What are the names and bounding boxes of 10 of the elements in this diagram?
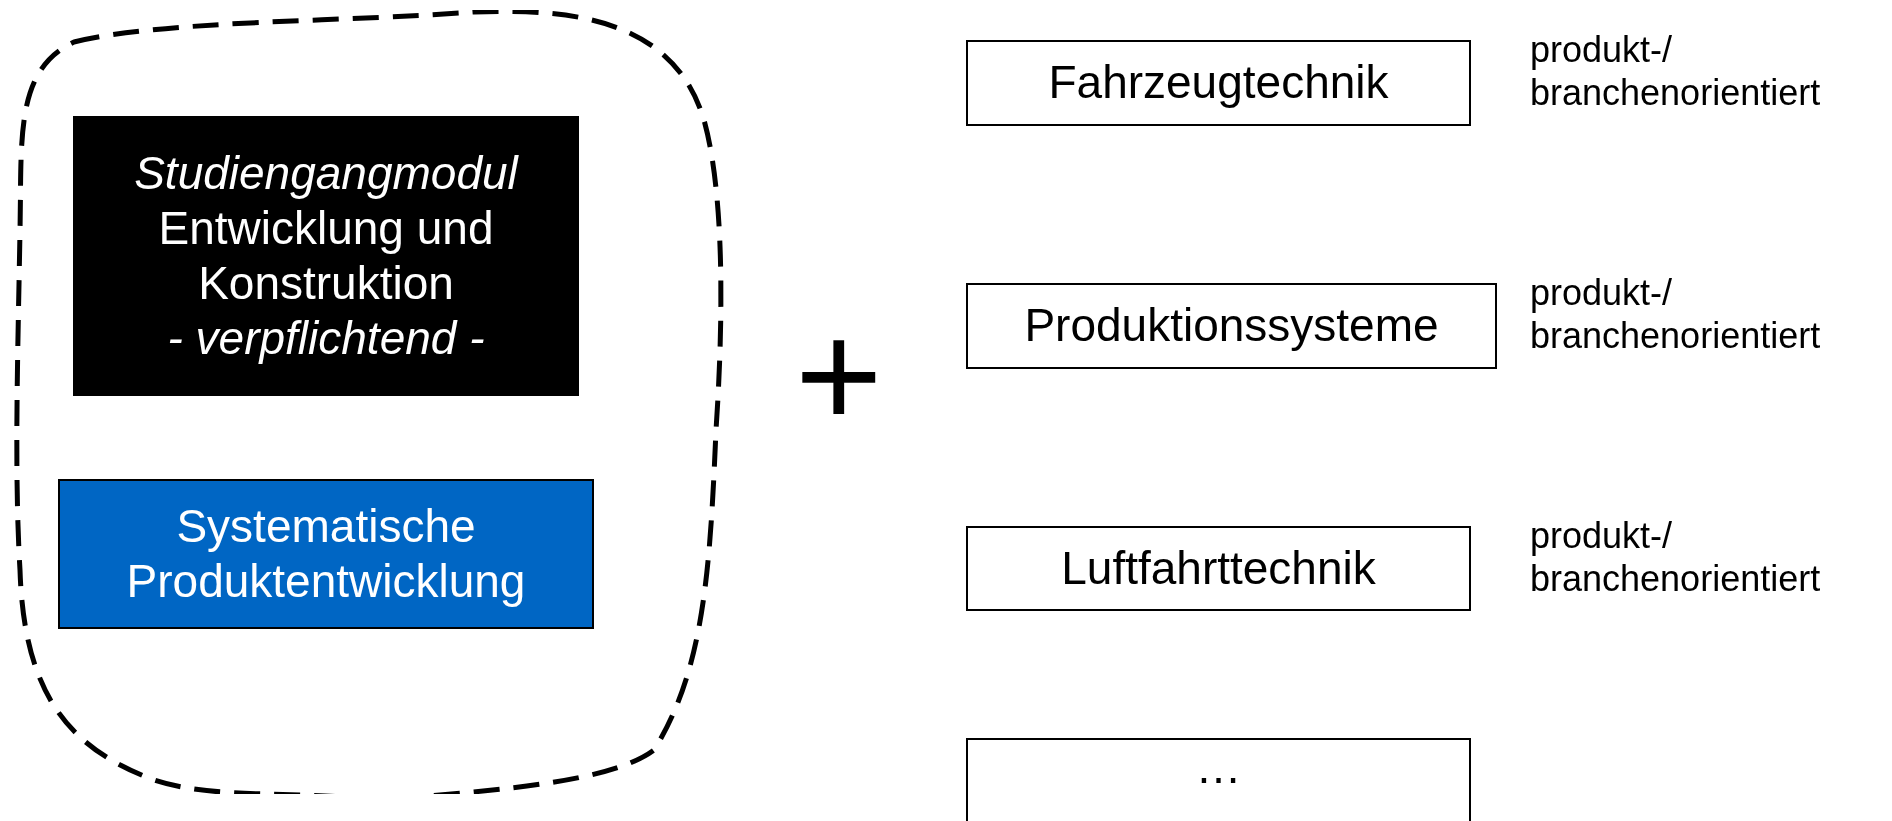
plus-sign: +	[795, 300, 883, 450]
option-box: Produktionssysteme	[966, 283, 1497, 369]
option-box: …	[966, 738, 1471, 821]
orientation-note: produkt-/ branchenorientiert	[1530, 271, 1822, 358]
option-box: Fahrzeugtechnik	[966, 40, 1471, 126]
module-box: Systematische Produktentwicklung	[58, 479, 594, 629]
orientation-note: produkt-/ branchenorientiert	[1530, 28, 1822, 115]
module-box: Studiengangmodul Entwicklung und Konstruktion - verpflichtend -	[73, 116, 579, 396]
option-box: Luftfahrttechnik	[966, 526, 1471, 611]
orientation-note: produkt-/ branchenorientiert	[1530, 514, 1822, 601]
